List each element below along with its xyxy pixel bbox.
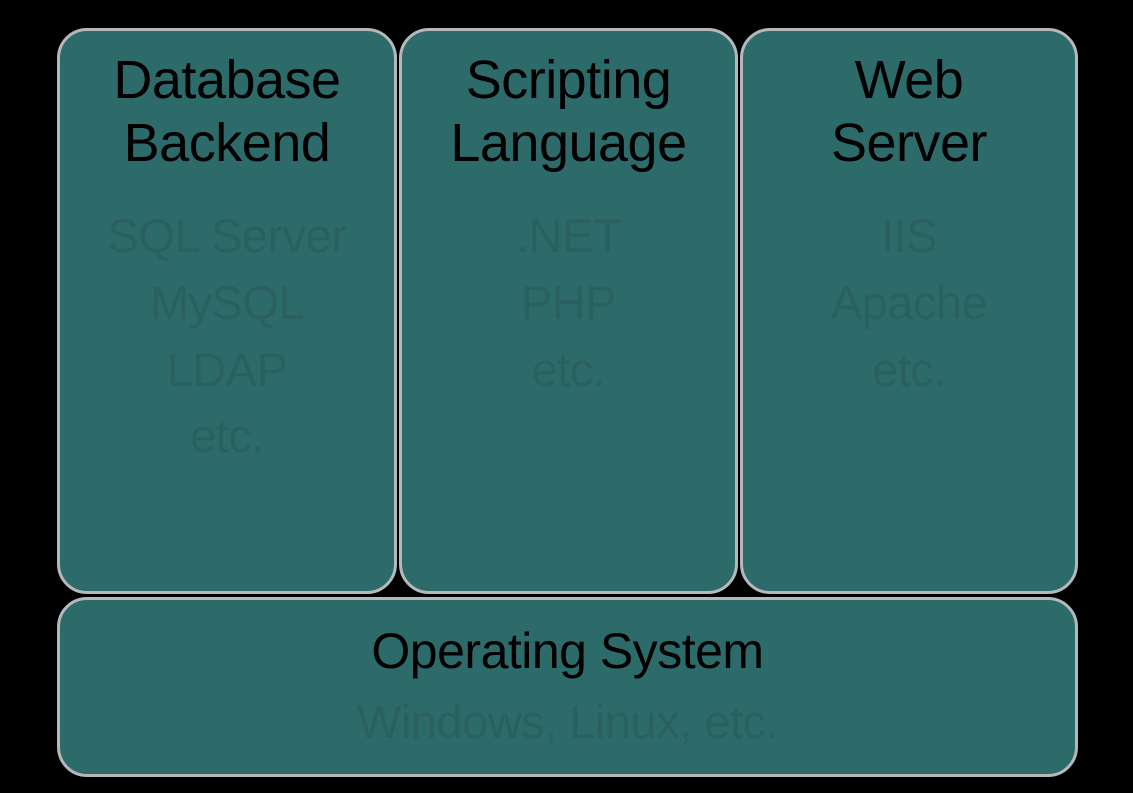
stack-layer-database-backend[interactable]: Database Backend SQL Server MySQL LDAP e… bbox=[57, 28, 397, 594]
stack-layer-operating-system[interactable]: Operating System Windows, Linux, etc. bbox=[57, 597, 1078, 777]
scripting-language-title: Scripting Language bbox=[450, 50, 687, 173]
web-server-title: Web Server bbox=[830, 50, 988, 173]
stack-layer-scripting-language[interactable]: Scripting Language .NET PHP etc. bbox=[399, 28, 738, 594]
operating-system-examples: Windows, Linux, etc. bbox=[356, 695, 779, 748]
scripting-language-examples: .NET PHP etc. bbox=[515, 209, 622, 396]
database-backend-title: Database Backend bbox=[113, 50, 341, 173]
stack-layer-web-server[interactable]: Web Server IIS Apache etc. bbox=[740, 28, 1078, 594]
operating-system-title: Operating System bbox=[371, 623, 764, 679]
web-server-examples: IIS Apache etc. bbox=[830, 209, 988, 396]
database-backend-examples: SQL Server MySQL LDAP etc. bbox=[107, 209, 347, 463]
